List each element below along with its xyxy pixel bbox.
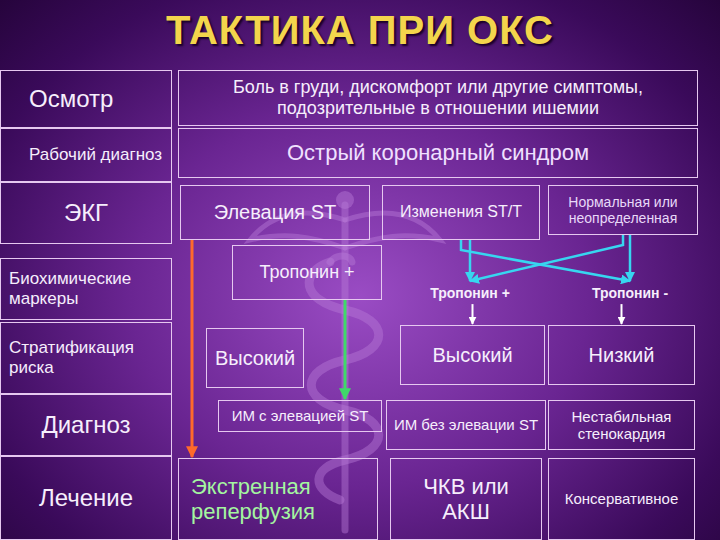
flow-box: Диагноз <box>0 394 172 456</box>
flow-box: Биохимические маркеры <box>0 258 172 320</box>
flow-box: Рабочий диагноз <box>0 128 172 182</box>
box-text: Стратификация риска <box>9 338 165 377</box>
box-text: Изменения ST/T <box>389 203 533 221</box>
box-text: Боль в груди, дискомфорт или другие симп… <box>185 77 691 118</box>
box-text: Высокий <box>213 347 297 370</box>
box-text: Биохимические маркеры <box>9 269 165 308</box>
box-text: Острый коронарный синдром <box>185 140 691 165</box>
box-text: Диагноз <box>7 411 165 439</box>
flow-arrow <box>472 304 474 324</box>
box-text: Тропонин + <box>239 262 375 283</box>
box-text: Низкий <box>555 344 688 367</box>
box-text: Тропонин - <box>575 285 685 301</box>
box-text: Экстренная реперфузия <box>191 474 371 525</box>
box-text: Нормальная или неопределенная <box>555 194 691 226</box>
box-text: ИМ с элевацией ST <box>225 407 375 424</box>
flow-arrow <box>191 240 194 457</box>
flow-box: Нормальная или неопределенная <box>548 185 698 235</box>
flow-box: Консервативное <box>548 458 695 540</box>
flow-box: Высокий <box>206 328 304 388</box>
flow-box: ЧКВ или АКШ <box>390 458 542 540</box>
result-node: Тропонин + <box>408 282 532 304</box>
flow-box: Экстренная реперфузия <box>178 458 378 540</box>
flow-box: Изменения ST/T <box>382 185 540 240</box>
flow-box: Тропонин + <box>232 245 382 300</box>
flow-box: Низкий <box>548 325 695 385</box>
box-text: Осмотр <box>29 85 165 113</box>
flow-box: Боль в груди, дискомфорт или другие симп… <box>178 70 698 126</box>
result-node: Тропонин - <box>568 282 692 304</box>
flow-box: ЭКГ <box>0 182 172 244</box>
flow-box: ИМ без элевации ST <box>386 400 546 450</box>
flow-box: Острый коронарный синдром <box>178 128 698 178</box>
flow-box: Элевация ST <box>180 185 370 240</box>
flow-arrow <box>344 300 347 399</box>
flow-box: ИМ с элевацией ST <box>218 400 382 432</box>
flow-box: Нестабильная стенокардия <box>548 400 695 450</box>
box-text: Рабочий диагноз <box>29 145 165 165</box>
flow-box: Стратификация риска <box>0 322 172 394</box>
box-text: ЧКВ или АКШ <box>397 474 535 525</box>
box-text: Высокий <box>407 344 538 367</box>
box-text: Консервативное <box>555 490 688 507</box>
flow-arrow <box>469 240 472 281</box>
slide-title: ТАКТИКА ПРИ ОКС <box>0 8 720 53</box>
flow-box: Осмотр <box>0 70 172 128</box>
box-text: Лечение <box>7 484 165 512</box>
box-text: Нестабильная стенокардия <box>555 408 688 443</box>
box-text: Элевация ST <box>187 201 363 224</box>
box-text: ЭКГ <box>7 199 165 227</box>
flow-arrow <box>470 235 623 281</box>
flow-box: Высокий <box>400 325 545 385</box>
flow-arrow <box>461 240 630 281</box>
box-text: Тропонин + <box>415 285 525 301</box>
flow-arrow <box>629 235 632 281</box>
box-text: ИМ без элевации ST <box>393 416 539 433</box>
flow-arrow <box>621 304 623 324</box>
flow-box: Лечение <box>0 456 172 540</box>
